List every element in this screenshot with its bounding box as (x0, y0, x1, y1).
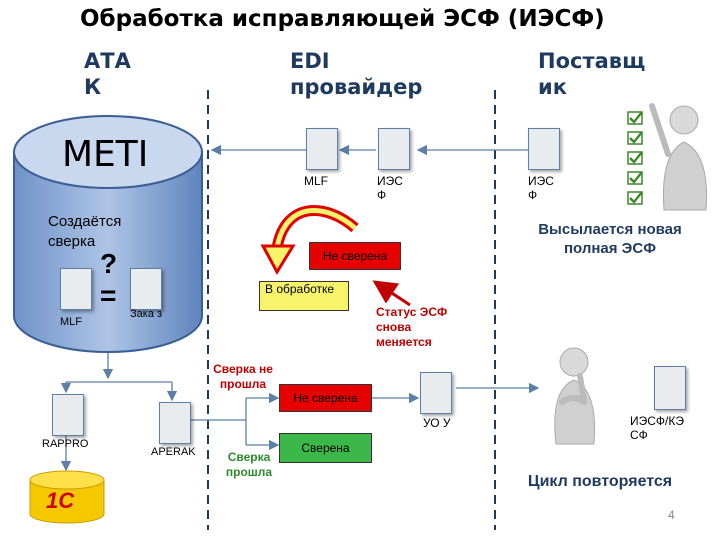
question-mark: ? (100, 248, 118, 279)
edi-iesf-document-icon (378, 128, 410, 170)
cycle-repeats-note: Цикл повторяется (527, 473, 673, 490)
new-full-esf-note: Высылается новая полная ЭСФ (538, 221, 682, 257)
status-not-matched-bottom: Не сверена (279, 384, 372, 412)
iesf-kesf-document-icon (654, 366, 686, 410)
status-loop-arrow (260, 205, 359, 276)
person-with-checklist-icon (627, 103, 708, 211)
created-reconciliation-text: Создаётся сверка (48, 213, 122, 250)
meti-mlf-document-icon (60, 268, 92, 310)
reconciliation-failed-note: Сверка не прошла (213, 362, 273, 391)
meti-mlf-label: MLF (60, 316, 82, 328)
meti-label: METI (62, 134, 149, 175)
column-heading-atak: АТА К (84, 49, 131, 99)
uou-document-icon (420, 372, 452, 414)
aperak-document-icon (159, 402, 191, 444)
status-change-note: Статус ЭСФ снова меняется (376, 305, 448, 349)
column-heading-supplier: Поставщ ик (538, 49, 646, 99)
meti-order-label: Зака з (130, 308, 163, 320)
rappro-document-icon (52, 394, 84, 436)
aperak-label: APERAK (151, 446, 196, 458)
supplier-iesf-label: ИЭС Ф (528, 174, 554, 202)
page-number: 4 (668, 508, 675, 522)
column-separators (207, 90, 496, 530)
equals-sign: = (100, 280, 117, 311)
reconciliation-passed-note: Сверка прошла (225, 450, 273, 479)
status-matched: Сверена (279, 433, 372, 463)
iesf-kesf-label: ИЭСФ/КЭ СФ (630, 414, 684, 442)
supplier-iesf-document-icon (528, 128, 560, 170)
status-processing: В обработке (259, 281, 349, 311)
page-title: Обработка исправляющей ЭСФ (ИЭСФ) (80, 6, 605, 32)
column-heading-edi: EDI провайдер (290, 49, 423, 99)
1c-logo-icon (29, 470, 105, 524)
edi-iesf-label: ИЭС Ф (377, 174, 403, 202)
edi-mlf-label: MLF (304, 174, 328, 188)
rappro-label: RAPPRO (42, 438, 89, 450)
edi-mlf-document-icon (306, 128, 338, 170)
thinking-person-icon (554, 347, 596, 445)
meti-order-document-icon (130, 268, 162, 310)
1c-logo-text: 1С (46, 488, 75, 513)
status-not-matched-top: Не сверена (309, 242, 401, 270)
uou-label: УО У (423, 416, 451, 430)
